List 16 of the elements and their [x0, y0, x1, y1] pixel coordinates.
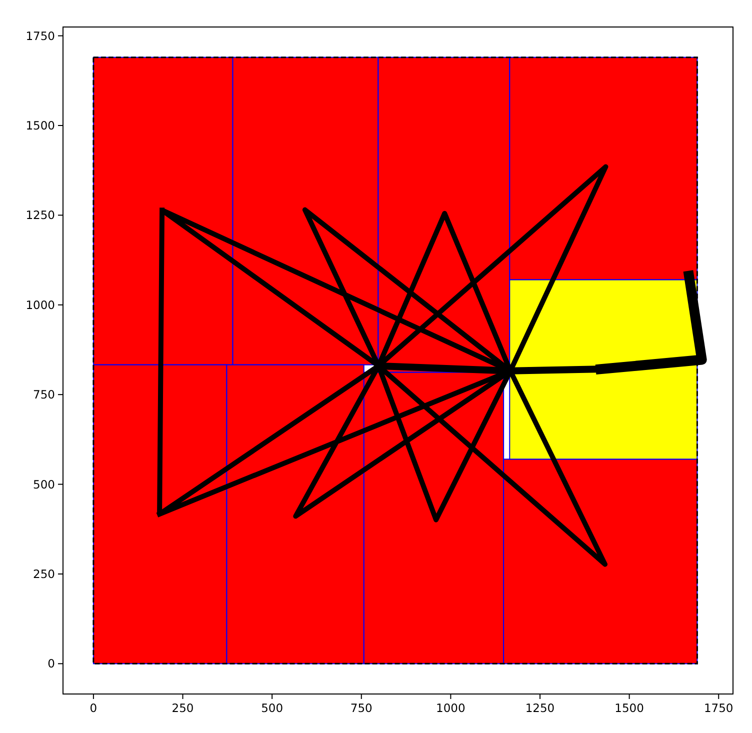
- tick-label: 250: [172, 701, 194, 715]
- tick-label: 1750: [26, 28, 55, 43]
- tick-label: 750: [350, 701, 372, 715]
- tick-label: 1500: [614, 701, 644, 715]
- tick-label: 1250: [26, 208, 55, 222]
- tick-label: 1000: [436, 701, 466, 715]
- tick-label: 1250: [525, 701, 555, 715]
- tick-label: 1750: [704, 701, 734, 715]
- tick-label: 500: [33, 477, 55, 492]
- tick-label: 1000: [26, 298, 55, 312]
- tick-label: 1500: [26, 118, 55, 132]
- tick-label: 500: [261, 701, 284, 715]
- tick-label: 250: [33, 566, 55, 581]
- tick-label: 0: [48, 656, 55, 671]
- tick-label: 0: [90, 701, 98, 715]
- tick-label: 750: [33, 388, 55, 402]
